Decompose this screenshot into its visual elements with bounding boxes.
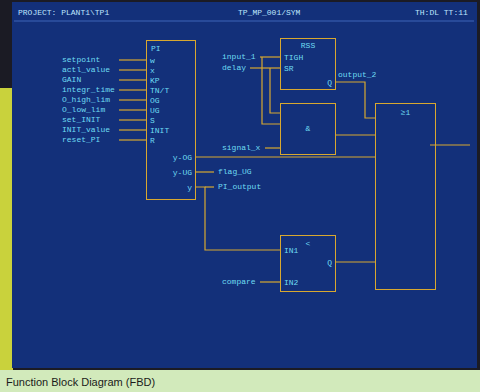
and-block: & <box>280 103 336 155</box>
figure-caption: Function Block Diagram (FBD) <box>6 375 155 389</box>
block-type: RSS <box>281 41 335 51</box>
signal-name: O_low_lim <box>62 105 105 115</box>
pin-name: TN/T <box>150 86 169 96</box>
or-block: ≥1 <box>375 103 436 290</box>
pin-name: SR <box>284 64 294 74</box>
title-bar-text: TP_MP_001/SYM <box>238 8 300 18</box>
signal-name: reset_PI <box>62 135 100 145</box>
signal-name: compare <box>222 277 256 287</box>
block-type: & <box>281 124 335 134</box>
pin-name: x <box>150 66 155 76</box>
pin-name: IN2 <box>284 278 298 288</box>
pin-name: TIGH <box>284 53 303 63</box>
pin-name: Q <box>327 78 332 88</box>
signal-wire <box>196 156 375 157</box>
signal-name: setpoint <box>62 55 100 65</box>
signal-name: actl_value <box>62 65 110 75</box>
signal-name: signal_x <box>222 143 260 153</box>
signal-wire <box>336 134 375 135</box>
compare-block: <IN1IN2Q <box>280 235 336 292</box>
title-bar-text: TH:DL TT:11 <box>415 8 468 18</box>
signal-name: set_INIT <box>62 115 100 125</box>
pin-name: R <box>150 136 155 146</box>
title-bar-text: PROJECT: PLANT1\TP1 <box>18 8 109 18</box>
signal-wire <box>336 82 375 118</box>
pin-name: y <box>187 183 192 193</box>
yellow-strip <box>0 88 13 372</box>
pin-name: INIT <box>150 126 169 136</box>
signal-name: INIT_value <box>62 125 110 135</box>
signal-name: integr_time <box>62 85 115 95</box>
pin-name: Q <box>327 258 332 268</box>
signal-wire <box>196 187 280 250</box>
timer-block: RSS TIGHSR Q <box>280 38 336 90</box>
pin-name: S <box>150 116 155 126</box>
signal-wire <box>336 261 375 262</box>
pin-name: y-OG <box>173 153 192 163</box>
pin-name: y-UG <box>173 168 192 178</box>
wires <box>119 57 470 282</box>
title-bar-rule <box>14 21 474 22</box>
signal-name: input_1 <box>222 52 256 62</box>
pin-name: KP <box>150 76 160 86</box>
pin-name: UG <box>150 106 160 116</box>
signal-name: PI_output <box>218 182 261 192</box>
block-type: ≥1 <box>376 108 435 118</box>
pin-name: OG <box>150 96 160 106</box>
pin-name: w <box>150 56 155 66</box>
signal-name: GAIN <box>62 75 81 85</box>
block-type: PI <box>151 44 161 54</box>
caption-band <box>0 370 480 392</box>
signal-name: O_high_lim <box>62 95 110 105</box>
monitor-screen <box>12 2 477 368</box>
signal-name: delay <box>222 63 246 73</box>
signal-name: output_2 <box>338 70 376 80</box>
pin-name: IN1 <box>284 246 298 256</box>
signal-name: flag_UG <box>218 167 252 177</box>
pi-controller-block: PI wxKPTN/TOGUGSINITRy-OG y-UG y <box>146 40 196 200</box>
